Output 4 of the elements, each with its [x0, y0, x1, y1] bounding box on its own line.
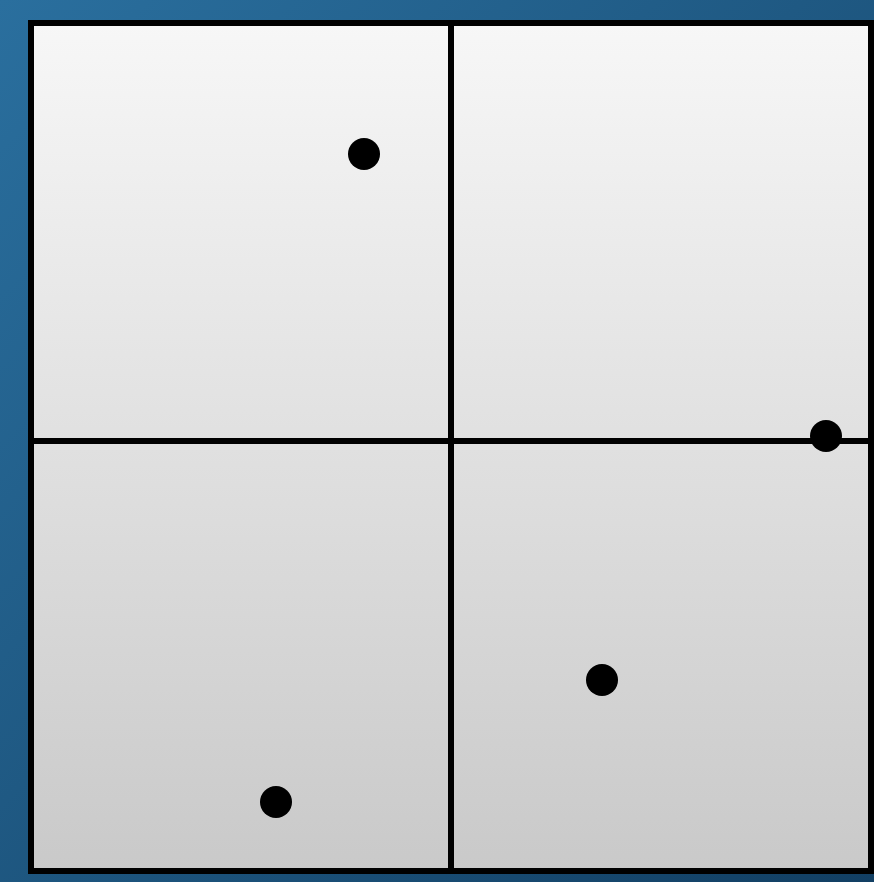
quadrant-box — [28, 20, 454, 444]
quadrant-box — [448, 438, 874, 874]
quadrant-box — [448, 20, 874, 444]
quadrant-box — [28, 438, 454, 874]
